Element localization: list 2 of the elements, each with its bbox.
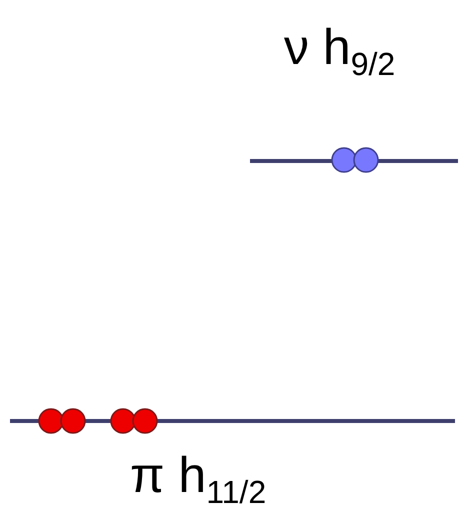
level-label: π h$_{11/2}$ [130, 450, 266, 508]
level-label: ν h$_{9/2}$ [284, 22, 396, 80]
